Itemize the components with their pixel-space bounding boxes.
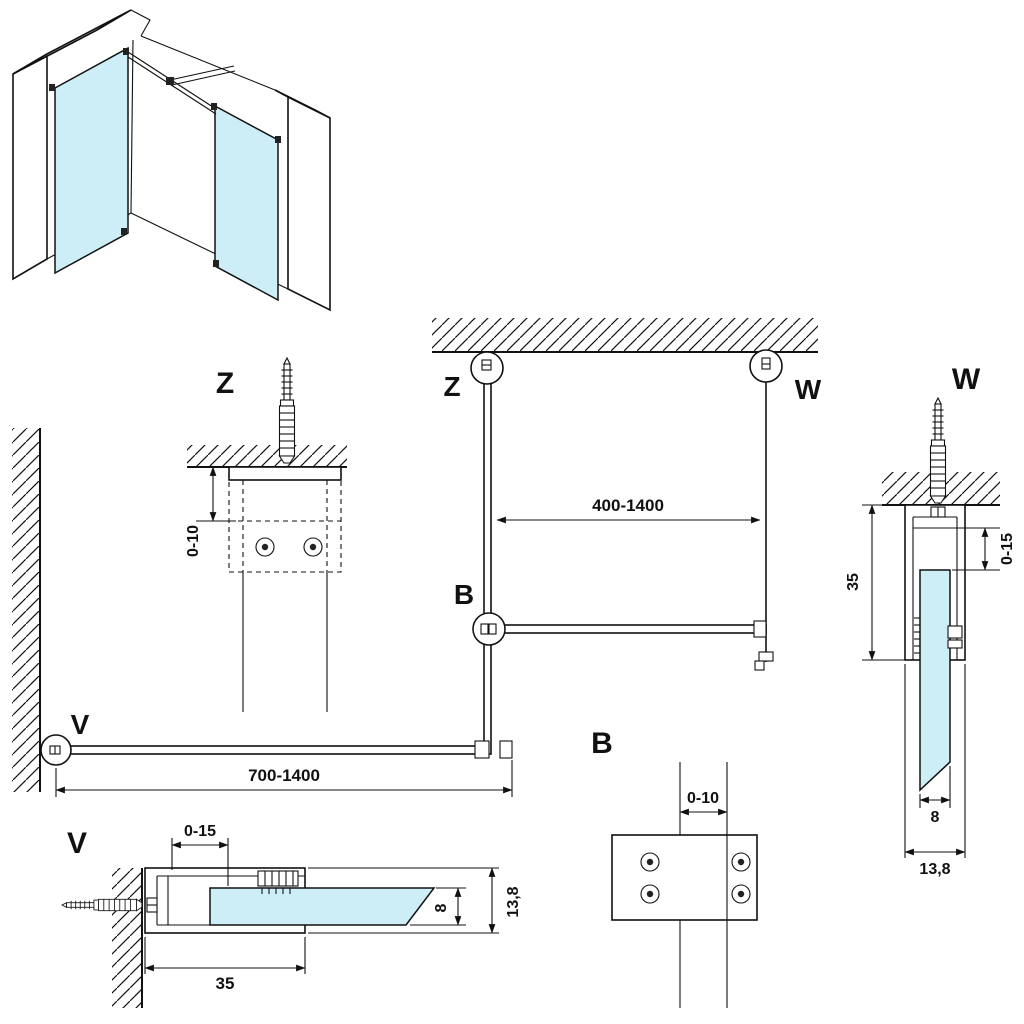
bar-clamp [211,103,217,110]
glass-clamp [947,625,963,639]
detail-z-label: Z [216,367,234,400]
corner-fitting [474,740,490,759]
back-corner-edge [130,39,134,214]
dim-glass-label: 8 [931,809,940,826]
screw-socket [646,858,654,866]
dim-offset-label: 0-10 [687,790,719,807]
ceiling-hatch [432,318,818,352]
profile-hidden-outline [228,466,342,573]
wall-anchor-screw [61,898,143,912]
callout-z [470,351,504,385]
left-wall-face [12,52,48,281]
dim-glass-label: 8 [433,903,450,912]
dim-height-label: 35 [845,573,862,591]
support-bar-corner [169,65,235,81]
dim-length-label: 700-1400 [248,766,320,785]
bracket-plate [611,834,758,921]
schematic-z-label: Z [443,371,460,402]
bar-end-fitting [758,651,774,662]
dim-depth-label: 35 [216,974,235,993]
dim-width-label: 400-1400 [592,496,664,515]
glass-panel-section [209,887,436,926]
glass-panel-section [919,569,951,792]
dim-inset-label: 0-15 [999,533,1016,565]
detail-b-label: B [591,727,613,760]
wall-hatch [112,868,142,1008]
dim-profile-width-label: 13,8 [505,886,522,917]
wall-hatch-left [12,428,40,792]
detail-b: B 0-10 [591,727,758,1008]
wall-mount-profile [41,745,477,755]
dim-offset-label: 0-10 [185,525,202,557]
wall-anchor-screw [278,357,296,464]
front-schematic: 400-1400 700-1400 Z W B V [12,318,822,797]
back-wall-top-edge [140,35,276,91]
callout-w [749,349,783,383]
bar-connector [753,620,767,638]
screw-socket [737,858,745,866]
support-bar-corner [171,70,236,86]
detail-v-label: V [67,827,87,860]
wall-bracket [275,136,281,143]
support-bar-cross [127,56,217,115]
screw-socket [309,543,317,551]
screw-socket [261,543,269,551]
wall-anchor-screw [929,397,947,504]
detail-v: V 0-15 35 8 [61,823,522,1008]
glass-panel-left [54,46,129,275]
screw-socket [646,890,654,898]
end-cap-fitting [499,740,513,759]
detail-w-label: W [952,363,981,396]
ceiling-hatch [187,445,347,467]
glass-panel-right [214,104,279,302]
screw-socket [737,890,745,898]
schematic-b-label: B [454,579,474,610]
floor-foot [121,228,127,235]
vertical-glass-profile [483,351,492,755]
dim-profile-width-label: 13,8 [919,861,950,878]
wall-break-line [130,9,151,37]
glass-clamp [947,639,963,649]
bar-junction [166,77,174,85]
floor-foot [213,260,219,267]
callout-v [40,734,72,766]
schematic-w-label: W [795,374,822,405]
bar-end-fitting [754,660,765,671]
schematic-v-label: V [71,709,90,740]
bar-clamp [123,48,129,55]
dim-inset-label: 0-15 [184,823,216,840]
detail-w: W 35 0-15 8 13,8 [845,363,1016,878]
horizontal-support-bar [490,624,767,634]
isometric-view [12,9,331,312]
profile-top-flange [228,466,342,481]
right-wall-face [287,95,331,312]
glass-clamp [257,870,299,887]
callout-b [472,612,506,646]
detail-z: Z 0-10 [185,357,347,712]
wall-bracket [49,84,55,91]
